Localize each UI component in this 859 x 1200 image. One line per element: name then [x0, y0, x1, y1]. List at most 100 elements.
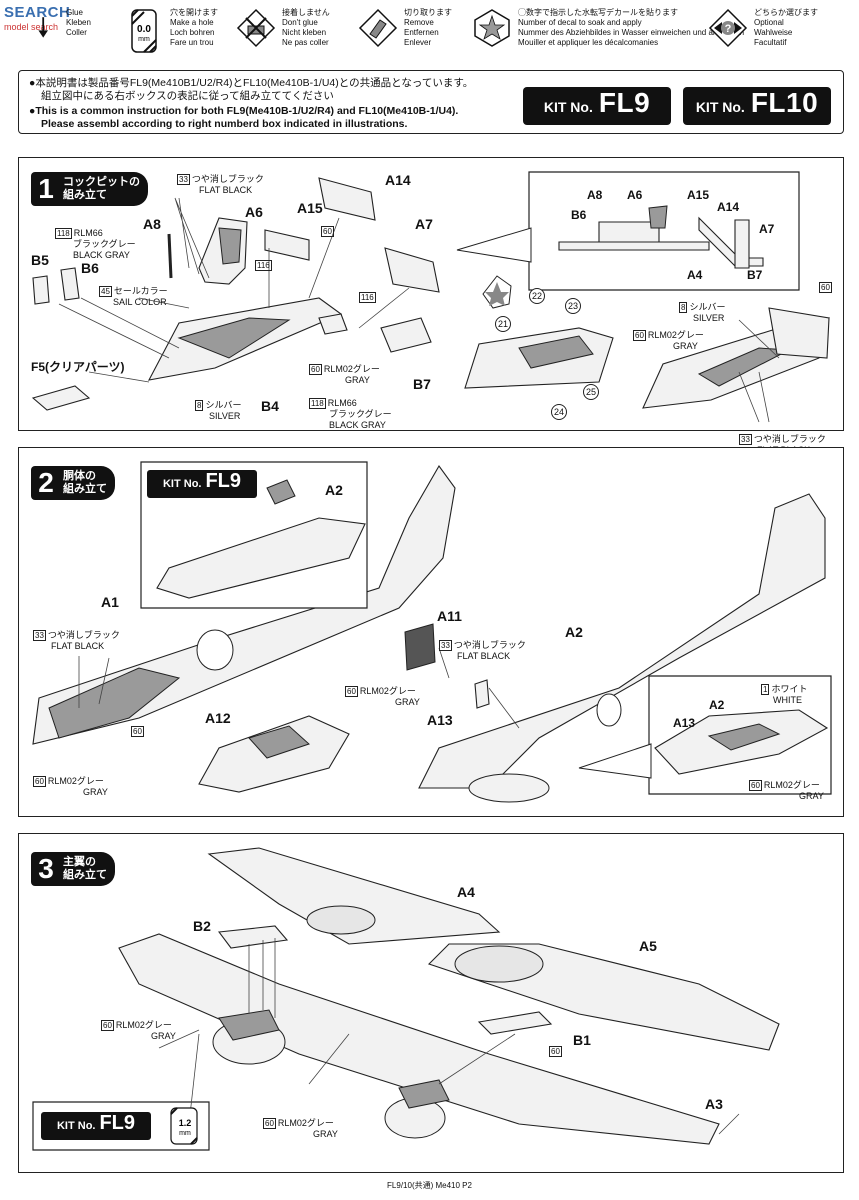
watermark: SEARCH model search — [4, 4, 71, 32]
inset-part-a8: A8 — [587, 188, 603, 202]
step-number: 1 — [31, 172, 61, 206]
step2-header: 2 胴体の組み立て — [31, 466, 115, 500]
inset-part-a4: A4 — [687, 268, 703, 282]
part-a2: A2 — [565, 624, 583, 640]
step-number: 2 — [31, 466, 61, 500]
part-a12: A12 — [205, 710, 231, 726]
step1-illustration — [31, 171, 830, 423]
step-title: 主翼の組み立て — [61, 852, 115, 886]
part-b4: B4 — [261, 398, 279, 414]
step2-fuselage-panel: 2 胴体の組み立て KIT No.FL9 A2 A1 A2 A11 A12 A1… — [18, 447, 844, 817]
part-a14: A14 — [385, 172, 411, 188]
part-f5-clear: F5(クリアパーツ) — [31, 360, 125, 374]
color-callout-60: 60 — [549, 1046, 562, 1058]
notice-jp-line2: 組立図中にある右ボックスの表記に従って組み立ててください — [41, 90, 334, 102]
inset-part-a7: A7 — [759, 222, 775, 236]
part-a5: A5 — [639, 938, 657, 954]
color-callout-116-a: 116 — [255, 260, 272, 272]
inset-part-b6: B6 — [571, 208, 587, 222]
svg-text:mm: mm — [179, 1130, 191, 1137]
part-a13: A13 — [427, 712, 453, 728]
part-b2: B2 — [193, 918, 211, 934]
part-a6: A6 — [245, 204, 263, 220]
inset-part-a14: A14 — [717, 200, 740, 214]
svg-text:0.0: 0.0 — [137, 24, 151, 35]
decal-number: 25 — [583, 384, 599, 400]
color-callout-60: 60 — [131, 726, 144, 738]
part-b1: B1 — [573, 1032, 591, 1048]
part-b7: B7 — [413, 376, 431, 392]
part-b5: B5 — [31, 252, 49, 268]
step1-header: 1 コックピットの組み立て — [31, 172, 148, 206]
svg-text:1.2: 1.2 — [179, 1118, 192, 1128]
notice-jp-line1: ●本説明書は製品番号FL9(Me410B1/U2/R4)とFL10(Me410B… — [29, 77, 474, 89]
part-a11: A11 — [437, 608, 462, 624]
drill-icon: 0.0 mm — [131, 9, 157, 53]
color-callout-60-a: 60 — [321, 226, 334, 238]
inset-part-a6: A6 — [627, 188, 643, 202]
decal-number: 24 — [551, 404, 567, 420]
decal-star-icon — [474, 9, 510, 47]
decal-number: 22 — [529, 288, 545, 304]
part-a8: A8 — [143, 216, 161, 232]
optional-icon: ? — [708, 8, 748, 48]
kit-badge-fl9: KIT No.FL9 — [147, 470, 257, 498]
decal-number: 21 — [495, 316, 511, 332]
cut-icon — [358, 8, 398, 48]
common-instruction-notice: ●本説明書は製品番号FL9(Me410B1/U2/R4)とFL10(Me410B… — [18, 70, 844, 134]
part-a7: A7 — [415, 216, 433, 232]
part-a2-inset: A2 — [325, 482, 343, 498]
step-number: 3 — [31, 852, 61, 886]
page-footer: FL9/10(共通) Me410 P2 — [387, 1181, 472, 1190]
svg-text:?: ? — [725, 23, 732, 35]
part-a15: A15 — [297, 200, 323, 216]
part-a4: A4 — [457, 884, 475, 900]
color-callout-60-b: 60 — [819, 282, 832, 294]
glue-icon — [38, 17, 48, 38]
notice-en-line1: ●This is a common instruction for both F… — [29, 105, 459, 117]
kit-badge-fl9: KIT No.FL9 — [523, 87, 671, 125]
no-glue-icon — [236, 8, 276, 48]
notice-en-line2: Please assembl according to right number… — [41, 118, 408, 130]
decal-number: 23 — [565, 298, 581, 314]
inset-part-a2: A2 — [709, 698, 725, 712]
drill-icon: 1.2 mm — [170, 1107, 198, 1145]
svg-text:mm: mm — [138, 36, 150, 43]
part-a3: A3 — [705, 1096, 723, 1112]
step-title: コックピットの組み立て — [61, 172, 148, 206]
step3-header: 3 主翼の組み立て — [31, 852, 115, 886]
inset-part-a15: A15 — [687, 188, 710, 202]
part-a1: A1 — [101, 594, 119, 610]
step-title: 胴体の組み立て — [61, 466, 115, 500]
step2-illustration — [32, 461, 832, 803]
kit-badge-fl10: KIT No.FL10 — [683, 87, 831, 125]
